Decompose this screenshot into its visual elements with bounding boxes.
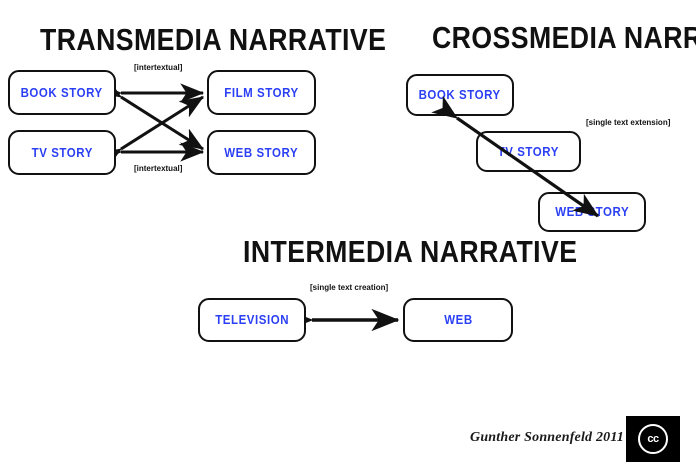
section-title-crossmedia: CROSSMEDIA NARRATIVE [432,20,696,55]
credit-text: Gunther Sonnenfeld 2011 [470,430,624,445]
annotation-single-text-extension: [single text extension] [586,117,671,127]
annotation-intertextual-bottom: [intertextual] [134,163,183,173]
arrow-tv-film [96,95,205,170]
node-label: TV STORY [31,145,93,160]
cc-ring: cc [638,424,668,454]
node-label: WEB [443,313,473,327]
node-crossmedia-web-story[interactable]: WEB STORY [538,192,646,232]
section-title-transmedia: TRANSMEDIA NARRATIVE [40,22,387,57]
creative-commons-icon[interactable]: cc [626,416,680,462]
node-label: TELEVISION [215,313,289,327]
node-label: WEB STORY [555,205,629,219]
node-intermedia-web[interactable]: WEB [403,298,513,342]
node-transmedia-tv-story[interactable]: TV STORY [8,130,116,175]
section-title-intermedia: INTERMEDIA NARRATIVE [243,234,578,269]
node-crossmedia-book-story[interactable]: BOOK STORY [406,74,514,116]
node-transmedia-film-story[interactable]: FILM STORY [207,70,316,115]
node-label: BOOK STORY [418,88,502,102]
node-label: WEB STORY [224,145,299,160]
arrow-book-web [96,76,205,151]
node-transmedia-web-story[interactable]: WEB STORY [207,130,316,175]
node-label: TV STORY [497,144,560,159]
node-transmedia-book-story[interactable]: BOOK STORY [8,70,116,115]
node-crossmedia-tv-story[interactable]: TV STORY [476,131,581,172]
annotation-single-text-creation: [single text creation] [310,282,389,292]
annotation-intertextual-top: [intertextual] [134,62,183,72]
node-label: BOOK STORY [20,85,104,100]
node-label: FILM STORY [224,85,299,100]
cc-label: cc [647,432,659,445]
node-intermedia-television[interactable]: TELEVISION [198,298,306,342]
